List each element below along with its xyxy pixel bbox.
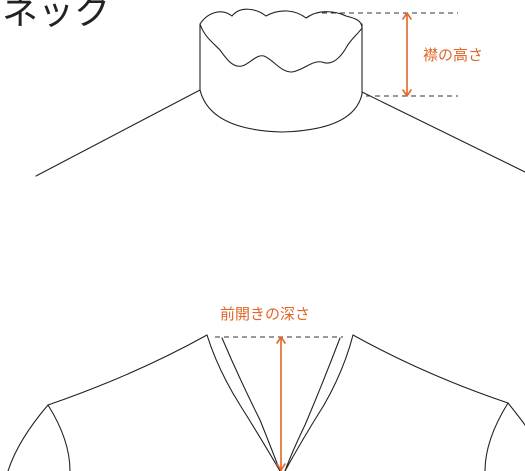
left-armhole bbox=[47, 404, 71, 471]
collar-height-arrow bbox=[402, 12, 412, 97]
v-neck-right-outer bbox=[284, 334, 354, 471]
section-title: ネック bbox=[2, 0, 110, 33]
right-shoulder-line bbox=[361, 91, 525, 173]
left-shoulder-line bbox=[47, 334, 208, 406]
right-sleeve-outer bbox=[507, 402, 525, 426]
v-neck-left-outer bbox=[206, 334, 281, 471]
left-shoulder-line bbox=[35, 89, 201, 177]
v-neck-figure: 前開きの深さ bbox=[7, 305, 525, 471]
right-shoulder-line bbox=[352, 334, 509, 404]
front-opening-depth-arrow bbox=[276, 336, 286, 471]
front-opening-depth-label: 前開きの深さ bbox=[220, 305, 310, 323]
left-sleeve-outer bbox=[7, 404, 49, 471]
v-neck-right-inner bbox=[284, 337, 341, 471]
collar-height-label: 襟の高さ bbox=[423, 46, 483, 64]
right-armhole bbox=[484, 402, 509, 471]
v-neck-left-inner bbox=[221, 337, 281, 471]
collar-rim bbox=[199, 8, 363, 73]
high-collar-figure: 襟の高さ bbox=[35, 8, 525, 177]
